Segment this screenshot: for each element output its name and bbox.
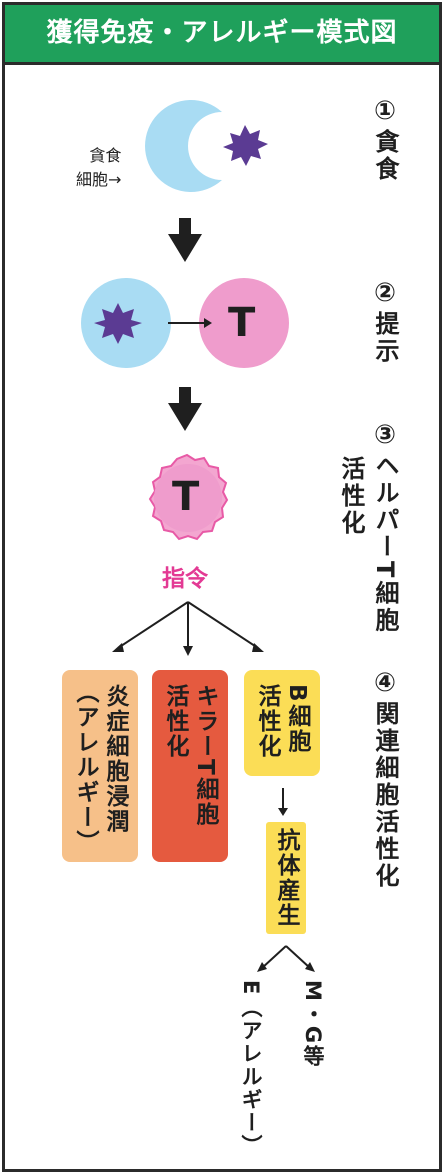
- step-2-label: ②提示: [368, 278, 403, 365]
- phagocyte-label-line1: 貪食: [89, 146, 122, 165]
- mg-label: M・G等: [301, 980, 325, 1069]
- step-4-text: 関連細胞活性化: [371, 701, 399, 890]
- step-1-text: 貪食: [371, 129, 399, 183]
- killer-t-box: [152, 670, 228, 862]
- antibody-text: 抗体産生: [273, 828, 299, 928]
- branch-arrows: [117, 601, 259, 649]
- arrow-down-icon: [168, 218, 202, 262]
- killer-t-sub: 活性化: [162, 684, 188, 759]
- arrow-down-icon: [168, 387, 202, 431]
- b-cell-sub: 活性化: [254, 684, 280, 759]
- page-title: 獲得免疫・アレルギー模式図: [46, 18, 398, 48]
- inflammation-box: [62, 670, 138, 862]
- step-3-number: ③: [370, 420, 400, 453]
- step-1-label: ①貪食: [368, 96, 403, 183]
- activated-t-letter: T: [172, 474, 200, 520]
- step-2-number: ②: [370, 278, 400, 311]
- phagocyte-cell: [145, 99, 222, 192]
- phagocyte-label: 貪食 細胞→: [76, 144, 121, 192]
- inflammation-text: 炎症細胞浸潤: [102, 684, 128, 834]
- t-cell: [199, 278, 289, 368]
- split-arrows: [261, 945, 311, 969]
- antigen-icon: [94, 303, 142, 344]
- b-cell-text: B細胞: [284, 684, 310, 754]
- header-bar: 獲得免疫・アレルギー模式図: [5, 5, 439, 65]
- antigen-icon: [223, 125, 268, 166]
- step-3-text: ヘルパーT細胞: [371, 453, 399, 635]
- inflammation-sub: （アレルギー）: [72, 680, 98, 855]
- e-label: E（アレルギー）: [239, 980, 263, 1158]
- step-2-text: 提示: [371, 311, 399, 365]
- antibody-box: [266, 822, 306, 934]
- step-4-label: ④関連細胞活性化: [368, 668, 403, 890]
- phagocyte-label-line2: 細胞→: [76, 170, 122, 189]
- step-4-number: ④: [370, 668, 400, 701]
- b-cell-box: [244, 670, 320, 776]
- step-3-label: ③ヘルパーT細胞: [368, 420, 403, 634]
- step-1-number: ①: [370, 96, 400, 129]
- step-3-sub: 活性化: [337, 456, 365, 537]
- killer-t-text: キラーT細胞: [192, 684, 218, 827]
- t-cell-letter: T: [228, 300, 256, 346]
- command-label: 指令: [162, 566, 208, 592]
